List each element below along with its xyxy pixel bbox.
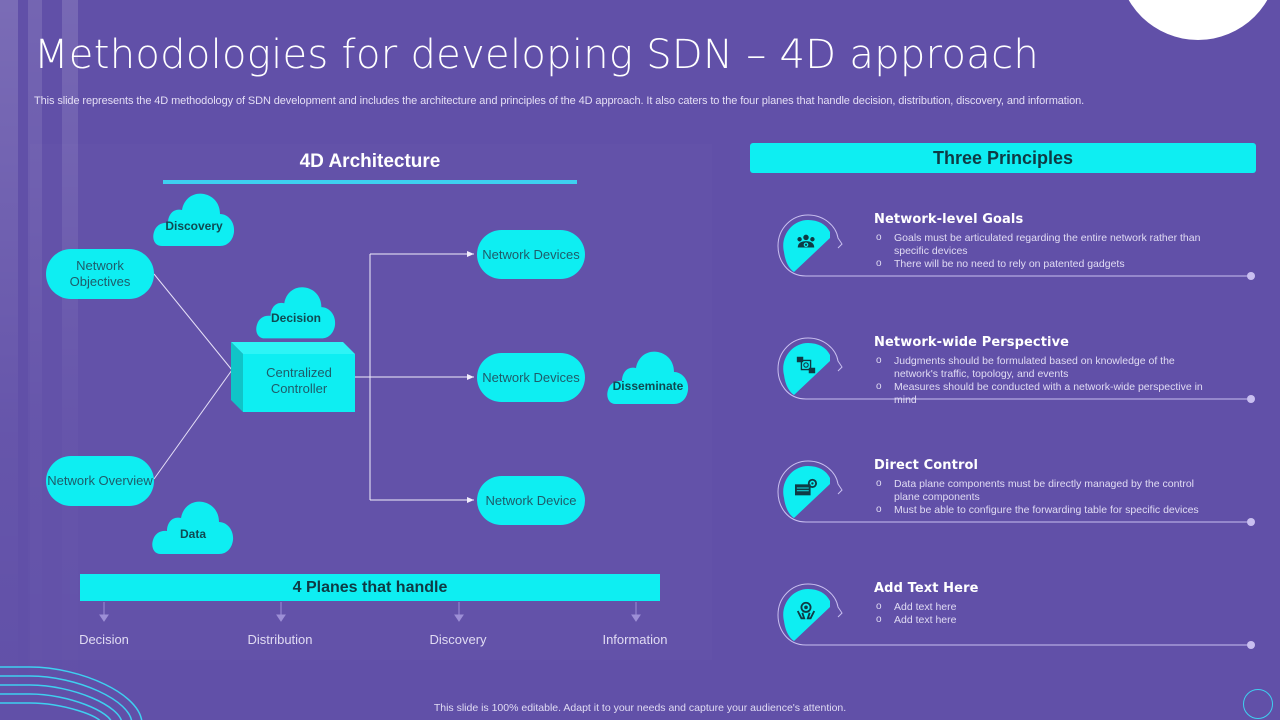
discovery-cloud: Discovery xyxy=(152,192,236,248)
network-overview-node: Network Overview xyxy=(46,456,154,506)
principle-heading: Direct Control xyxy=(874,458,979,473)
plane-information: Information xyxy=(602,632,668,647)
principle-ring xyxy=(777,583,1255,649)
cloud-icon xyxy=(256,287,336,339)
slide-title: Methodologies for developing SDN – 4D ap… xyxy=(34,32,1040,78)
bullet-item: Judgments should be formulated based on … xyxy=(874,354,1219,381)
principles-header: Three Principles xyxy=(750,143,1256,173)
cloud-icon xyxy=(153,193,235,246)
architecture-title: 4D Architecture xyxy=(299,151,441,172)
cloud-icon xyxy=(607,351,689,404)
principle-heading: Network-wide Perspective xyxy=(874,335,1070,350)
decorative-ring xyxy=(1243,689,1273,719)
planes-bar: 4 Planes that handle xyxy=(80,574,660,601)
principle-item: Direct Control Data plane components mus… xyxy=(770,458,1270,538)
bullet-item: Must be able to configure the forwarding… xyxy=(874,503,1219,517)
principle-item: Add Text Here Add text here Add text her… xyxy=(770,581,1270,661)
disseminate-cloud: Disseminate xyxy=(606,350,690,406)
network-device-node-3: Network Device xyxy=(477,476,585,525)
network-exchange-icon xyxy=(786,345,826,385)
principle-bullets: Add text here Add text here xyxy=(874,600,1219,627)
connector-overview xyxy=(153,369,233,480)
hands-support-icon xyxy=(786,591,826,631)
data-cloud: Data xyxy=(151,500,235,556)
decision-cloud: Decision xyxy=(255,285,337,341)
bullet-item: Data plane components must be directly m… xyxy=(874,477,1219,504)
principle-item: Network-wide Perspective Judgments shoul… xyxy=(770,335,1270,415)
architecture-underline xyxy=(163,180,577,184)
connector-objectives xyxy=(153,273,233,371)
bullet-item: Add text here xyxy=(874,613,1219,627)
principle-bullets: Judgments should be formulated based on … xyxy=(874,354,1219,407)
cloud-icon xyxy=(152,501,234,554)
decorative-stripe xyxy=(0,0,18,720)
principle-heading: Network-level Goals xyxy=(874,212,1024,227)
network-devices-node-1: Network Devices xyxy=(477,230,585,279)
control-panel-gear-icon xyxy=(786,468,826,508)
slide-footer: This slide is 100% editable. Adapt it to… xyxy=(433,702,847,714)
plane-discovery: Discovery xyxy=(429,632,487,647)
network-objectives-node: Network Objectives xyxy=(46,249,154,299)
plane-decision: Decision xyxy=(79,632,129,647)
bullet-item: Add text here xyxy=(874,600,1219,614)
bullet-item: Goals must be articulated regarding the … xyxy=(874,231,1219,258)
principle-bullets: Goals must be articulated regarding the … xyxy=(874,231,1219,271)
decorative-stripe xyxy=(28,0,42,720)
plane-distribution: Distribution xyxy=(247,632,313,647)
principle-item: Network-level Goals Goals must be articu… xyxy=(770,212,1270,292)
principle-bullets: Data plane components must be directly m… xyxy=(874,477,1219,517)
network-devices-node-2: Network Devices xyxy=(477,353,585,402)
centralized-controller-node: Centralized Controller xyxy=(231,342,355,412)
bullet-item: There will be no need to rely on patente… xyxy=(874,257,1219,271)
box-shape xyxy=(231,342,355,412)
decorative-stripe xyxy=(62,0,78,720)
team-goal-icon xyxy=(786,222,826,262)
bullet-item: Measures should be conducted with a netw… xyxy=(874,380,1219,407)
slide-subtitle: This slide represents the 4D methodology… xyxy=(34,95,1085,107)
principle-heading: Add Text Here xyxy=(874,581,979,596)
